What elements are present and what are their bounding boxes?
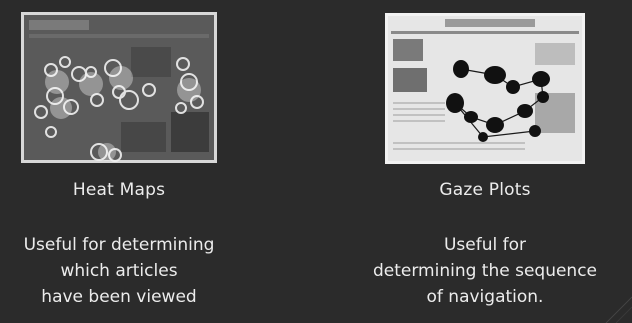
corner-fold-decoration (605, 296, 632, 323)
description-line: which articles (60, 261, 178, 281)
gaze-plots-caption: Gaze Plots (439, 180, 531, 200)
heat-maps-description: Useful for determining which articles ha… (0, 232, 238, 310)
heat-maps-caption: Heat Maps (72, 180, 166, 200)
description-line: of navigation. (426, 287, 544, 307)
description-line: determining the sequence (372, 261, 598, 281)
gaze-plots-description: Useful for determining the sequence of n… (350, 232, 620, 310)
gaze-plot-image (385, 13, 585, 164)
heatmap-image (21, 12, 217, 163)
description-line: Useful for (443, 235, 527, 255)
description-line: have been viewed (41, 287, 197, 307)
description-line: Useful for determining (23, 235, 215, 255)
